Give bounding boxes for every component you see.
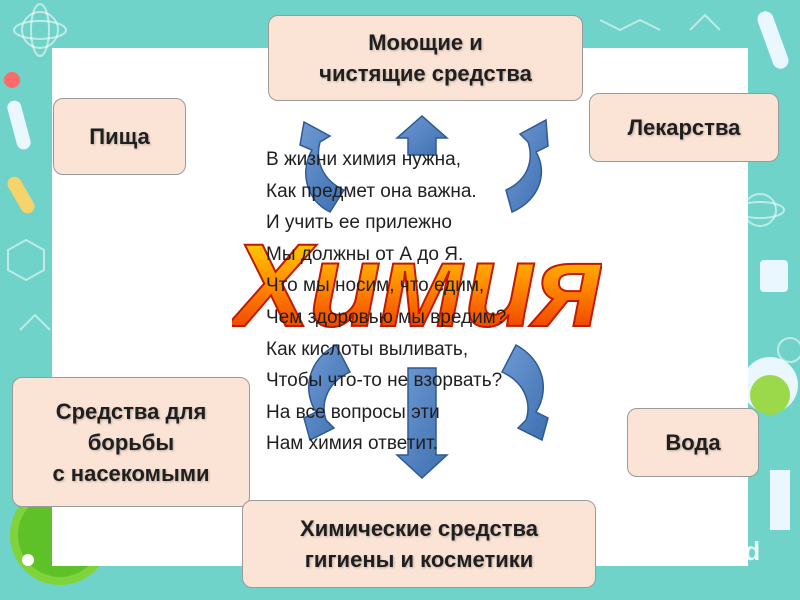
benzene-icon: [7, 238, 45, 282]
poem-line: Как предмет она важна.: [266, 180, 477, 202]
poem-line: Что мы носим, что едим,: [266, 275, 485, 297]
box-food-label: Пища: [89, 124, 150, 149]
box-hygiene-label: Химические средства гигиены и косметики: [300, 516, 538, 572]
poem-line: Чем здоровью мы вредим?: [266, 306, 507, 328]
poem-line: В жизни химия нужна,: [266, 149, 461, 170]
poem-line: Как кислоты выливать,: [266, 338, 469, 360]
arrow-curve-down-left: [303, 343, 352, 442]
poem-line: Чтобы что-то не взорвать?: [266, 370, 503, 392]
poem-line: Нам химия ответит.: [266, 433, 438, 455]
watermark-text: MyShared: [636, 536, 761, 566]
watermark-logo: MyShared: [608, 536, 760, 567]
arrow-curve-up-left: [299, 120, 346, 213]
title-word-art: Химия: [232, 219, 602, 353]
arrow-curve-down-right: [500, 343, 549, 442]
box-water: Вода: [627, 408, 759, 477]
title-text: Химия: [232, 220, 602, 352]
atom-icon: [21, 11, 59, 49]
box-detergents: Моющие и чистящие средства: [268, 15, 583, 101]
beaker-icon: [770, 470, 790, 530]
box-detergents-label: Моющие и чистящие средства: [319, 30, 532, 86]
box-hygiene: Химические средства гигиены и косметики: [242, 500, 596, 588]
box-insect-control: Средства для борьбы с насекомыми: [12, 377, 250, 507]
arrow-down: [395, 367, 449, 480]
test-tube-icon: [7, 100, 31, 150]
arrow-curve-up-right: [505, 118, 549, 214]
test-tube-icon: [757, 11, 789, 69]
poem-line: И учить ее прилежно: [266, 212, 452, 234]
box-medicine-label: Лекарства: [627, 115, 741, 140]
box-food: Пища: [53, 98, 186, 175]
box-insect-control-label: Средства для борьбы с насекомыми: [52, 398, 210, 486]
arrow-up: [395, 115, 449, 156]
beaker-icon: [760, 260, 788, 292]
poem-line: Мы должны от А до Я.: [266, 243, 464, 265]
poem-line: На все вопросы эти: [266, 401, 440, 423]
presentation-icon: [609, 540, 635, 565]
box-water-label: Вода: [665, 430, 721, 455]
poem: В жизни химия нужна, Как предмет она важ…: [266, 144, 506, 460]
box-medicine: Лекарства: [589, 93, 779, 162]
